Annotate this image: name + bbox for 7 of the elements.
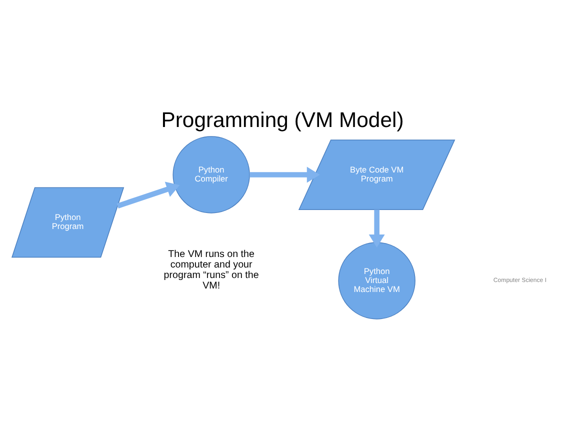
arrow xyxy=(368,210,385,248)
node-circle: Python Compiler xyxy=(172,136,250,214)
node-circle: Python Virtual Machine VM xyxy=(338,242,416,320)
arrow xyxy=(250,166,320,183)
arrow xyxy=(116,182,180,208)
diagram-title: Programming (VM Model) xyxy=(161,109,404,132)
label: The VM runs on the computer and your program “runs” on the VM! xyxy=(164,248,259,292)
